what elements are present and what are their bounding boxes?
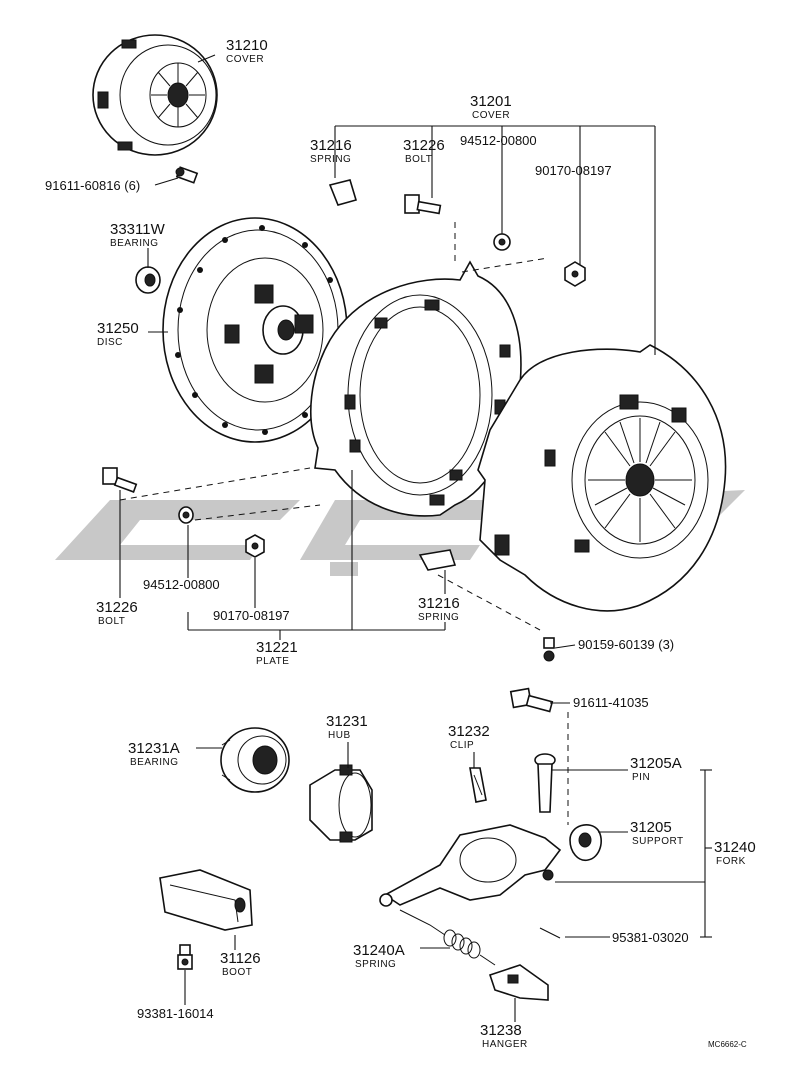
boot-screw-icon <box>177 944 193 970</box>
svg-text:31231A: 31231A <box>128 740 180 757</box>
svg-text:31205A: 31205A <box>630 755 682 772</box>
svg-text:31221: 31221 <box>256 639 298 656</box>
label-plate: 31221 PLATE <box>256 639 298 667</box>
label-screw-cover: 91611-60816 (6) <box>45 178 140 193</box>
svg-text:DISC: DISC <box>97 337 123 348</box>
svg-text:HUB: HUB <box>328 730 351 741</box>
svg-text:PLATE: PLATE <box>256 656 289 667</box>
release-fork-icon <box>379 824 562 907</box>
nut-icon <box>245 261 586 558</box>
svg-text:BOLT: BOLT <box>405 154 432 165</box>
label-screw-small: 90159-60139 (3) <box>578 637 674 652</box>
label-cotter: 95381-03020 <box>612 930 689 945</box>
label-bearing-pilot: 33311W BEARING <box>110 221 166 249</box>
label-bolt-fork: 91611-41035 <box>573 695 649 710</box>
label-spring-bottom: 31216 SPRING <box>418 595 460 623</box>
svg-text:31216: 31216 <box>418 595 460 612</box>
svg-text:BEARING: BEARING <box>130 757 179 768</box>
drawing-code: MC6662-C <box>708 1040 747 1049</box>
svg-text:BEARING: BEARING <box>110 238 159 249</box>
svg-text:31240A: 31240A <box>353 942 405 959</box>
svg-text:31240: 31240 <box>714 839 756 856</box>
label-fork-spring: 31240A SPRING <box>353 942 405 970</box>
svg-text:SPRING: SPRING <box>355 959 396 970</box>
label-bolt-bottom: 31226 BOLT <box>96 599 138 627</box>
hub-icon <box>309 764 373 843</box>
boot-icon <box>159 869 253 931</box>
label-pin: 31205A PIN <box>630 755 682 783</box>
svg-text:BOOT: BOOT <box>222 967 252 978</box>
svg-text:PIN: PIN <box>632 772 650 783</box>
svg-text:31126: 31126 <box>220 950 261 967</box>
svg-text:31238: 31238 <box>480 1022 522 1039</box>
label-washer-bottom: 94512-00800 <box>143 577 220 592</box>
screw-icon <box>175 166 199 184</box>
label-clip: 31232 CLIP <box>448 723 490 751</box>
svg-text:31201: 31201 <box>470 93 512 110</box>
cotter-pin-icon <box>539 927 561 939</box>
svg-text:COVER: COVER <box>226 54 264 65</box>
svg-text:31231: 31231 <box>326 713 368 730</box>
svg-text:33311W: 33311W <box>110 221 166 238</box>
svg-text:31216: 31216 <box>310 137 352 154</box>
fork-spring-icon <box>399 909 496 966</box>
support-icon <box>569 824 602 862</box>
svg-text:SPRING: SPRING <box>310 154 351 165</box>
small-screw-icon <box>543 637 555 662</box>
svg-text:SPRING: SPRING <box>418 612 459 623</box>
svg-text:31205: 31205 <box>630 819 672 836</box>
clutch-cover-icon <box>92 34 218 156</box>
label-support: 31205 SUPPORT <box>630 819 684 847</box>
svg-text:CLIP: CLIP <box>450 740 474 751</box>
svg-text:31250: 31250 <box>97 320 139 337</box>
label-boot: 31126 BOOT <box>220 950 261 978</box>
clip-icon <box>469 767 487 803</box>
label-washer-top: 94512-00800 <box>460 133 537 148</box>
label-bolt-top: 31226 BOLT <box>403 137 445 165</box>
leader-lines <box>119 54 712 1022</box>
svg-text:31226: 31226 <box>96 599 138 616</box>
label-disc: 31250 DISC <box>97 320 139 348</box>
label-boot-screw: 93381-16014 <box>137 1006 214 1021</box>
clutch-cover-assy-icon <box>477 344 727 612</box>
svg-text:31210: 31210 <box>226 37 268 54</box>
label-release-bearing: 31231A BEARING <box>128 740 180 768</box>
label-fork: 31240 FORK <box>714 839 756 867</box>
label-hanger: 31238 HANGER <box>480 1022 528 1050</box>
label-hub: 31231 HUB <box>326 713 368 741</box>
svg-text:HANGER: HANGER <box>482 1039 528 1050</box>
svg-text:FORK: FORK <box>716 856 746 867</box>
bolt-icon <box>102 194 442 493</box>
svg-text:BOLT: BOLT <box>98 616 125 627</box>
hanger-icon <box>488 964 549 1001</box>
svg-text:COVER: COVER <box>472 110 510 121</box>
pin-icon <box>534 753 556 813</box>
svg-text:SUPPORT: SUPPORT <box>632 836 684 847</box>
clutch-disc-icon <box>162 217 348 443</box>
svg-text:31226: 31226 <box>403 137 445 154</box>
release-bearing-icon <box>220 727 290 793</box>
label-spring-top: 31216 SPRING <box>310 137 352 165</box>
label-cover-top: 31210 COVER <box>226 37 268 65</box>
pilot-bearing-icon <box>135 266 161 294</box>
bolt-fork-icon <box>509 687 554 713</box>
label-nut-bottom: 90170-08197 <box>213 608 290 623</box>
label-cover-assy: 31201 COVER <box>470 93 512 121</box>
label-nut-top: 90170-08197 <box>535 163 612 178</box>
svg-text:31232: 31232 <box>448 723 490 740</box>
spring-clip-icon <box>328 179 457 571</box>
